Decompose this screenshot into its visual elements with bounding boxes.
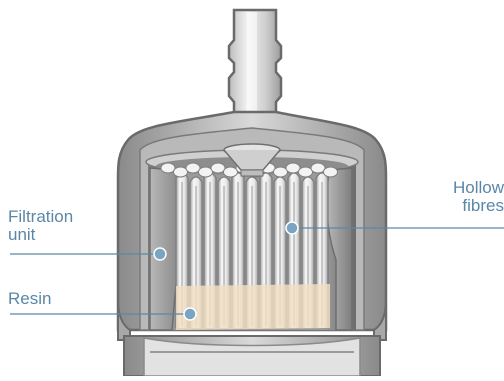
resin-marker-dot [184,308,196,320]
fibre-loop [274,167,288,177]
fibre-loop [199,167,213,177]
resin-label: Resin [8,290,51,308]
fibre-loop [324,167,338,177]
fibre-loop [211,163,225,173]
fibre-loop [224,167,238,177]
hollow-fibres-marker-dot [286,222,298,234]
filtration-unit-label: Filtration unit [8,208,73,244]
nozzle [229,10,281,118]
fibre-loop [311,163,325,173]
fibre-loop [174,167,188,177]
hollow-fibres-label: Hollow fibres [453,179,504,215]
fibre-loop [286,163,300,173]
fibre-loop [186,163,200,173]
filtration-unit-marker-dot [154,248,166,260]
resin-layer [176,284,330,330]
fibre-loop [299,167,313,177]
fibre-loop [161,163,175,173]
